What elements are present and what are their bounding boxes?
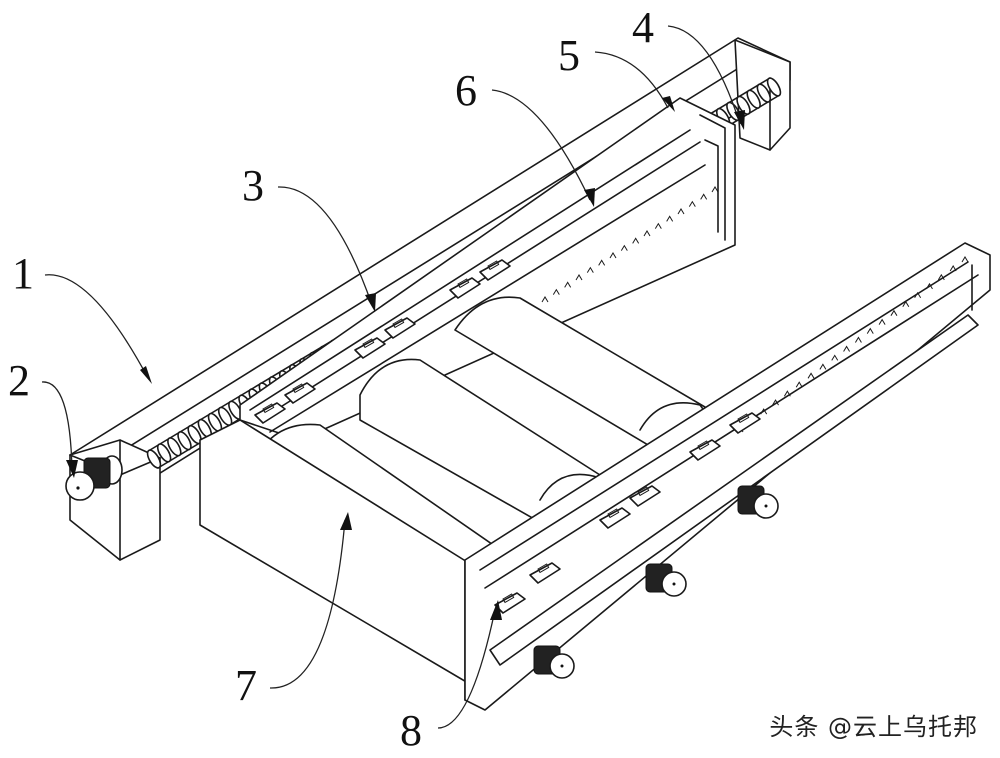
side-knobs	[533, 485, 779, 679]
screw-thread	[156, 443, 172, 463]
slot-mark	[700, 193, 708, 200]
slot-mark	[598, 259, 606, 266]
slot-mark	[564, 281, 572, 288]
slot-mark	[890, 309, 898, 316]
slot-mark	[760, 408, 768, 415]
clamp-block	[729, 412, 761, 434]
clamp-slot	[637, 486, 650, 497]
clamp-slot	[457, 278, 470, 289]
slot-mark	[609, 252, 617, 259]
clamp-slot	[697, 440, 710, 451]
callout-1: 1	[12, 249, 34, 298]
slot-mark	[620, 244, 628, 251]
slot-mark	[819, 363, 827, 370]
slot-mark	[666, 215, 674, 222]
slot-mark	[866, 327, 874, 334]
clamp-slot	[262, 403, 275, 414]
watermark: 头条 @云上乌托邦	[769, 713, 978, 741]
knob-center	[764, 504, 768, 508]
slot-mark	[586, 266, 594, 273]
slot-mark	[807, 372, 815, 379]
callout-4: 4	[632, 3, 654, 52]
clamp-slot	[362, 338, 375, 349]
slot-mark	[902, 300, 910, 307]
clamp-block	[479, 259, 511, 281]
slot-mark	[632, 237, 640, 244]
slot-mark	[926, 282, 933, 290]
callout-6: 6	[455, 66, 477, 115]
clamp-block	[689, 439, 721, 461]
clamp-block	[449, 277, 481, 299]
slot-mark	[937, 273, 945, 281]
clamp-block	[599, 507, 631, 529]
screw-thread	[746, 89, 761, 109]
clamp-slot	[737, 413, 750, 424]
drive-knob	[65, 455, 123, 501]
callout-5: 5	[558, 31, 580, 80]
screw-thread	[736, 95, 751, 115]
clamp-block	[529, 562, 561, 584]
screw-thread	[766, 77, 782, 97]
callout-7: 7	[235, 661, 257, 710]
clamp-block	[254, 402, 286, 424]
slot-mark	[843, 345, 851, 352]
slot-mark	[711, 186, 719, 193]
clamp-block	[354, 337, 386, 359]
callout-8: 8	[400, 706, 422, 755]
clamp-slot	[487, 260, 500, 271]
slot-mark	[961, 256, 969, 263]
clamp-slot	[537, 563, 550, 574]
clamp-slot	[607, 508, 620, 519]
clamp-blocks	[254, 259, 761, 614]
slot-mark	[783, 390, 791, 397]
slot-mark	[854, 336, 862, 343]
slot-mark	[795, 381, 803, 388]
screw-thread	[756, 83, 772, 103]
slot-mark	[831, 354, 839, 361]
clamp-block	[494, 592, 526, 614]
clamp-slot	[502, 593, 515, 604]
slot-mark	[878, 318, 886, 325]
slot-mark	[914, 291, 922, 299]
clamp-block	[629, 485, 661, 507]
screw-thread	[177, 431, 192, 451]
front-channel	[199, 242, 991, 711]
slot-mark	[677, 208, 685, 215]
clamp-slot	[292, 383, 305, 394]
slot-mark	[575, 274, 583, 281]
knob-center	[560, 664, 564, 668]
clamp-slot	[392, 318, 405, 329]
screw-thread	[146, 449, 162, 469]
callout-numbers: 1 2 3 4 5 6 7 8	[8, 3, 654, 755]
screw-thread	[167, 437, 182, 457]
slot-mark	[541, 296, 549, 303]
callout-2: 2	[8, 356, 30, 405]
callout-3: 3	[242, 161, 264, 210]
slot-mark	[688, 200, 696, 207]
slot-mark	[552, 288, 560, 295]
slot-mark	[643, 230, 651, 237]
clamp-block	[384, 317, 416, 339]
slot-mark	[772, 399, 779, 406]
callout-leaders	[41, 25, 745, 729]
clamp-block	[284, 382, 316, 404]
slot-mark	[654, 222, 662, 229]
knob-center	[672, 582, 676, 586]
slot-mark	[949, 264, 957, 272]
